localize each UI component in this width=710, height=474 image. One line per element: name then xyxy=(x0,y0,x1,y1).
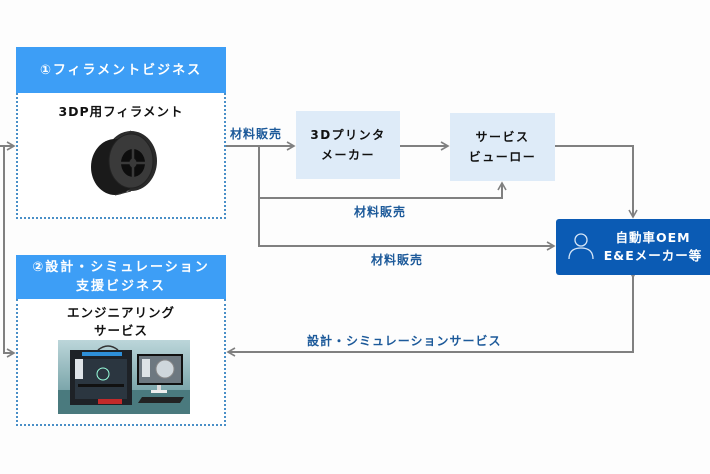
arrow-filament-to-oem xyxy=(258,198,556,251)
arrow-filament-to-service-bureau xyxy=(258,146,507,199)
printer-cad-image xyxy=(58,340,190,414)
person-icon xyxy=(568,233,594,260)
printer-maker-node: 3Dプリンタ メーカー xyxy=(296,111,400,179)
service-bureau-line1: サービス xyxy=(475,130,530,144)
design-service-label: 設計・シミュレーションサービス xyxy=(307,334,502,348)
oem-node: 自動車OEM E&Eメーカー等 xyxy=(556,219,710,275)
service-bureau-line2: ビューロー xyxy=(468,150,537,164)
business2-header-line2: 支援ビジネス xyxy=(75,279,166,294)
service-bureau-node: サービス ビューロー xyxy=(450,113,555,181)
business1-header-text: ①フィラメントビジネス xyxy=(39,62,203,78)
business2-box: エンジニアリング サービス xyxy=(16,299,226,426)
filament-spool-image xyxy=(91,130,157,196)
oem-line1: 自動車OEM xyxy=(615,230,691,245)
arrow-design-service-bidirectional xyxy=(226,269,638,357)
business1-header: ①フィラメントビジネス xyxy=(16,47,226,93)
printer-maker-line1: 3Dプリンタ xyxy=(310,128,386,142)
oem-line2: E&Eメーカー等 xyxy=(603,248,703,263)
business2-title-line1: エンジニアリング xyxy=(66,305,175,320)
business2-title: エンジニアリング サービス xyxy=(18,304,224,340)
business1-box: 3DP用フィラメント xyxy=(16,93,226,219)
business2-header-line1: ②設計・シミュレーション xyxy=(32,260,210,275)
left-loop-line xyxy=(0,145,16,358)
business1-title: 3DP用フィラメント xyxy=(58,104,184,119)
printer-maker-line2: メーカー xyxy=(320,148,375,162)
material-sales-label-1: 材料販売 xyxy=(230,127,283,141)
material-sales-label-3: 材料販売 xyxy=(371,253,424,267)
business2-header: ②設計・シミュレーション 支援ビジネス xyxy=(16,255,226,299)
business2-title-line2: サービス xyxy=(93,323,148,338)
material-sales-label-2: 材料販売 xyxy=(354,205,407,219)
arrow-service-bureau-to-oem xyxy=(555,145,638,219)
